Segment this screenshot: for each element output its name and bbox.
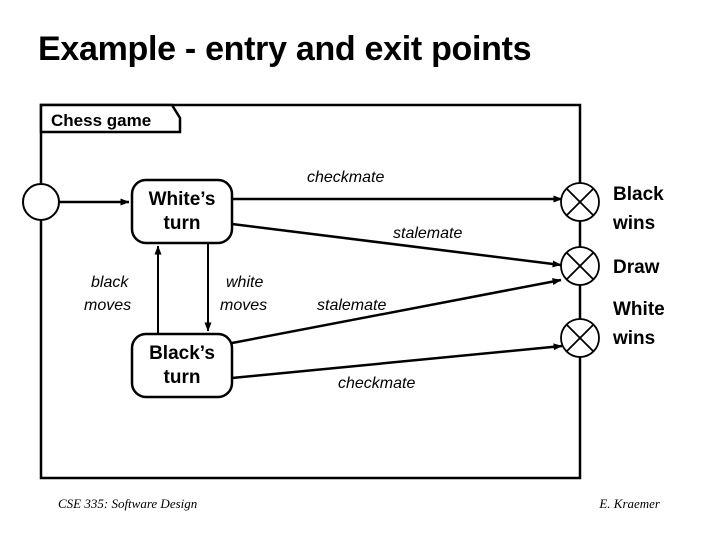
state-blacks-turn-line1: Black’s <box>149 343 215 364</box>
exit-point-white-wins[interactable] <box>560 318 600 358</box>
state-whites-turn-line2: turn <box>164 213 201 234</box>
exit-point-black-wins[interactable] <box>560 182 600 222</box>
footer-course-label: CSE 335: Software Design <box>58 496 198 511</box>
transition-white-moves-line1: white <box>226 274 263 291</box>
transition-black-stalemate-label: stalemate <box>317 297 386 314</box>
exit-cross-stroke-2 <box>565 187 595 217</box>
exit-label-draw-line1: Draw <box>613 257 660 278</box>
transition-black-moves-line2: moves <box>84 297 131 314</box>
state-whites-turn[interactable] <box>130 178 234 245</box>
exit-label-black-wins-line2: wins <box>612 213 655 234</box>
exit-label-black-wins-line1: Black <box>613 184 664 205</box>
page-title: Example - entry and exit points <box>38 30 532 68</box>
transition-white-stalemate-label: stalemate <box>393 225 462 242</box>
transition-white-checkmate-label: checkmate <box>307 169 384 186</box>
transition-black-checkmate-label: checkmate <box>338 375 415 392</box>
frame-title-label: Chess game <box>51 111 151 130</box>
exit-point-draw[interactable] <box>560 246 600 286</box>
exit-label-white-wins-line2: wins <box>612 328 655 349</box>
transition-black-checkmate <box>231 343 563 380</box>
state-machine-frame <box>39 103 582 480</box>
state-blacks-turn-line2: turn <box>164 367 201 388</box>
transition-black-moves-line1: black <box>91 274 129 291</box>
footer-author-label: E. Kraemer <box>599 496 660 511</box>
frame-name-tab <box>39 103 182 134</box>
state-whites-turn-line1: White’s <box>149 189 216 210</box>
exit-cross-stroke-2 <box>565 251 595 281</box>
transition-white-moves-line2: moves <box>220 297 267 314</box>
transition-black-stalemate <box>231 278 562 345</box>
exit-label-white-wins-line1: White <box>613 299 665 320</box>
state-blacks-turn[interactable] <box>130 332 234 399</box>
entry-point-icon[interactable] <box>22 183 60 221</box>
exit-cross-stroke-2 <box>565 323 595 353</box>
transition-white-stalemate <box>231 222 562 268</box>
